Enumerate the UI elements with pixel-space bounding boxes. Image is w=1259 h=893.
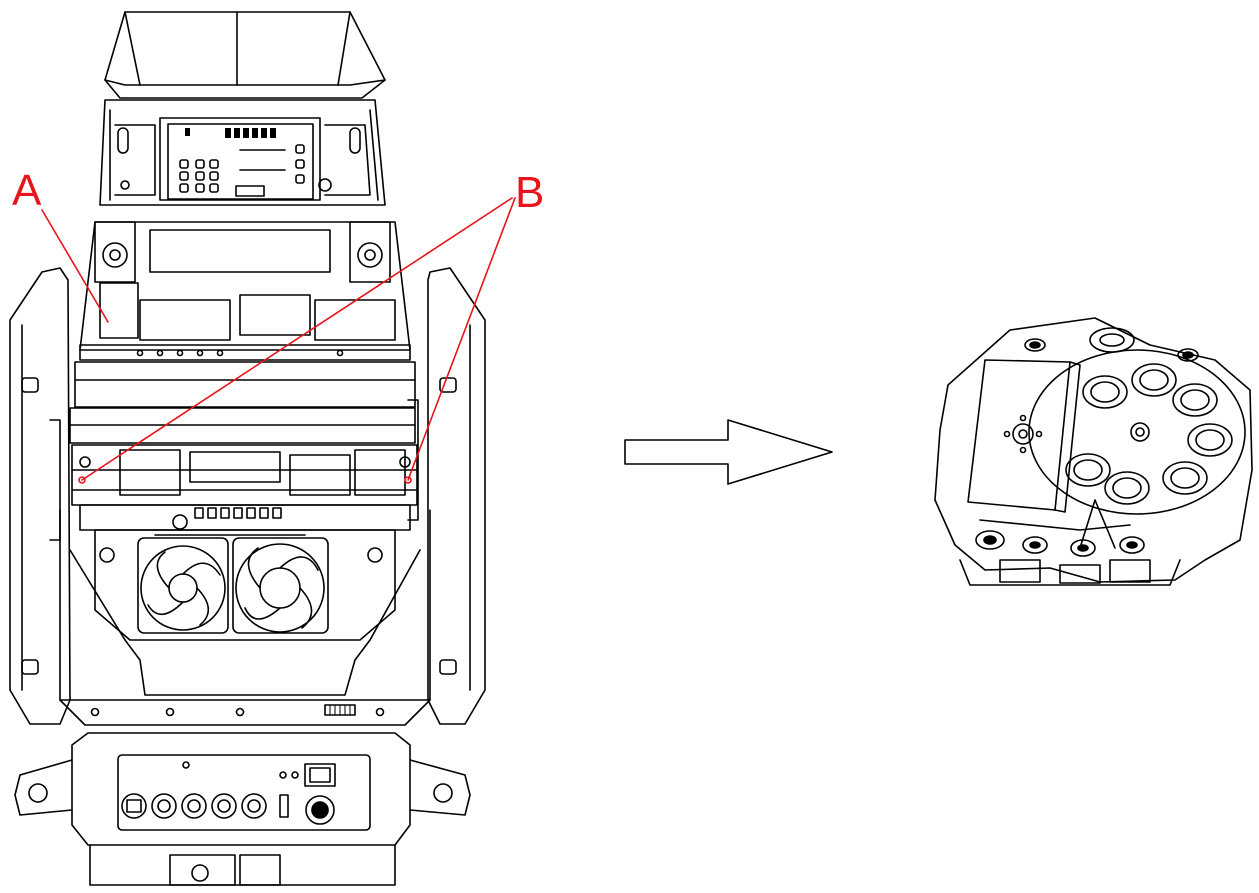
callout-b-point-right	[404, 476, 412, 484]
right-arrow-icon	[624, 419, 833, 485]
gobo-wheel-lenses	[1065, 363, 1233, 505]
callout-b-leader-right	[407, 197, 516, 481]
module-motors	[959, 327, 1199, 586]
base-connectors	[121, 761, 335, 825]
circuit-board	[167, 123, 314, 200]
gobo-wheel-module	[934, 317, 1253, 586]
callout-label-b: B	[515, 168, 544, 217]
fixture-base	[14, 732, 471, 886]
yoke-arms	[9, 267, 486, 725]
callout-b-point-left	[78, 476, 86, 484]
yoke-base	[59, 509, 431, 726]
callout-lines	[41, 197, 516, 484]
head-body	[79, 221, 411, 361]
cooling-fans	[94, 529, 396, 641]
callout-a-leader	[41, 209, 109, 323]
fixture-top-hood	[104, 11, 386, 99]
callout-label-a: A	[12, 166, 42, 215]
optical-rails	[69, 361, 418, 531]
moving-head-fixture	[9, 11, 486, 886]
callout-b-leader-left	[81, 197, 513, 481]
fixture-upper-frame	[99, 99, 386, 206]
